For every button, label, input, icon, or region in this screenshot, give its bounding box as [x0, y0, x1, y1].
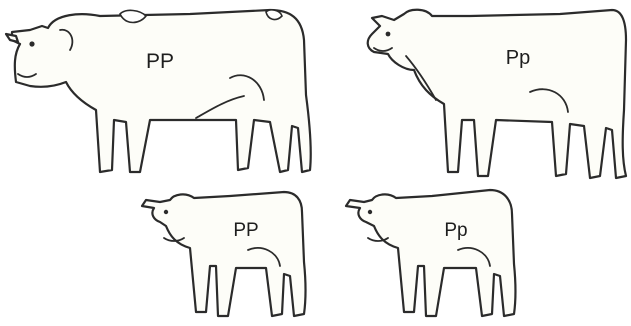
adult-cow-right: Pp: [368, 10, 626, 178]
calf-left: PP: [142, 192, 306, 316]
adult-cow-right-eye: [386, 32, 391, 37]
calf-right: Pp: [346, 190, 516, 316]
calf-right-body: [346, 190, 516, 316]
adult-cow-right-body: [368, 10, 626, 178]
calf-right-eye: [368, 210, 372, 214]
adult-cow-left-genotype-label: PP: [146, 50, 174, 73]
adult-cow-left-body: [12, 10, 311, 172]
calf-left-eye: [164, 210, 168, 214]
adult-cow-left-ear: [6, 34, 18, 42]
adult-cow-left-eye: [29, 41, 34, 46]
calf-right-genotype-label: Pp: [444, 220, 467, 241]
adult-cow-left: PP: [6, 10, 311, 172]
adult-cow-right-genotype-label: Pp: [506, 47, 530, 69]
calf-left-genotype-label: PP: [233, 220, 258, 241]
